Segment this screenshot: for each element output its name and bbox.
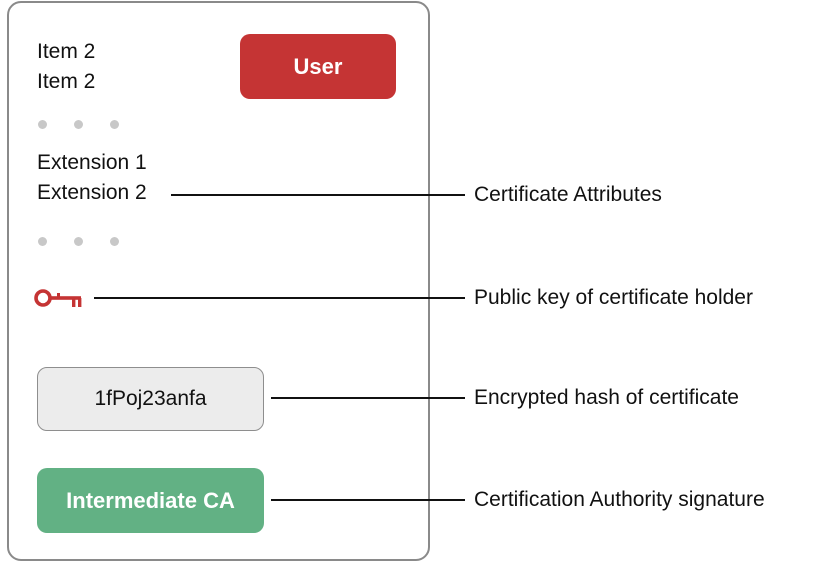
encrypted-hash-label: Encrypted hash of certificate: [474, 386, 739, 409]
leader-line-attributes: [171, 194, 465, 196]
intermediate-ca-badge: Intermediate CA: [37, 468, 264, 533]
ellipsis-dot: [38, 120, 47, 129]
hash-badge: 1fPoj23anfa: [37, 367, 264, 431]
extension-line-2: Extension 2: [37, 181, 147, 204]
leader-line-public-key: [94, 297, 465, 299]
item-line-1: Item 2: [37, 40, 96, 63]
ellipsis-dot: [38, 237, 47, 246]
user-badge: User: [240, 34, 396, 99]
key-icon: [34, 289, 82, 307]
extension-line-1: Extension 1: [37, 151, 147, 174]
certificate-attributes-label: Certificate Attributes: [474, 183, 662, 206]
ellipsis-dot: [110, 237, 119, 246]
ellipsis-dot: [74, 237, 83, 246]
signature-label: Certification Authority signature: [474, 488, 765, 511]
leader-line-hash: [271, 397, 465, 399]
public-key-label: Public key of certificate holder: [474, 286, 753, 309]
item-line-2: Item 2: [37, 70, 96, 93]
ellipsis-dot: [74, 120, 83, 129]
ellipsis-dot: [110, 120, 119, 129]
leader-line-signature: [271, 499, 465, 501]
